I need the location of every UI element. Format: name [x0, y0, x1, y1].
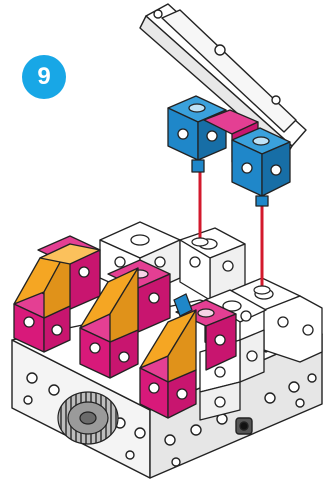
gear-icon	[58, 392, 118, 444]
